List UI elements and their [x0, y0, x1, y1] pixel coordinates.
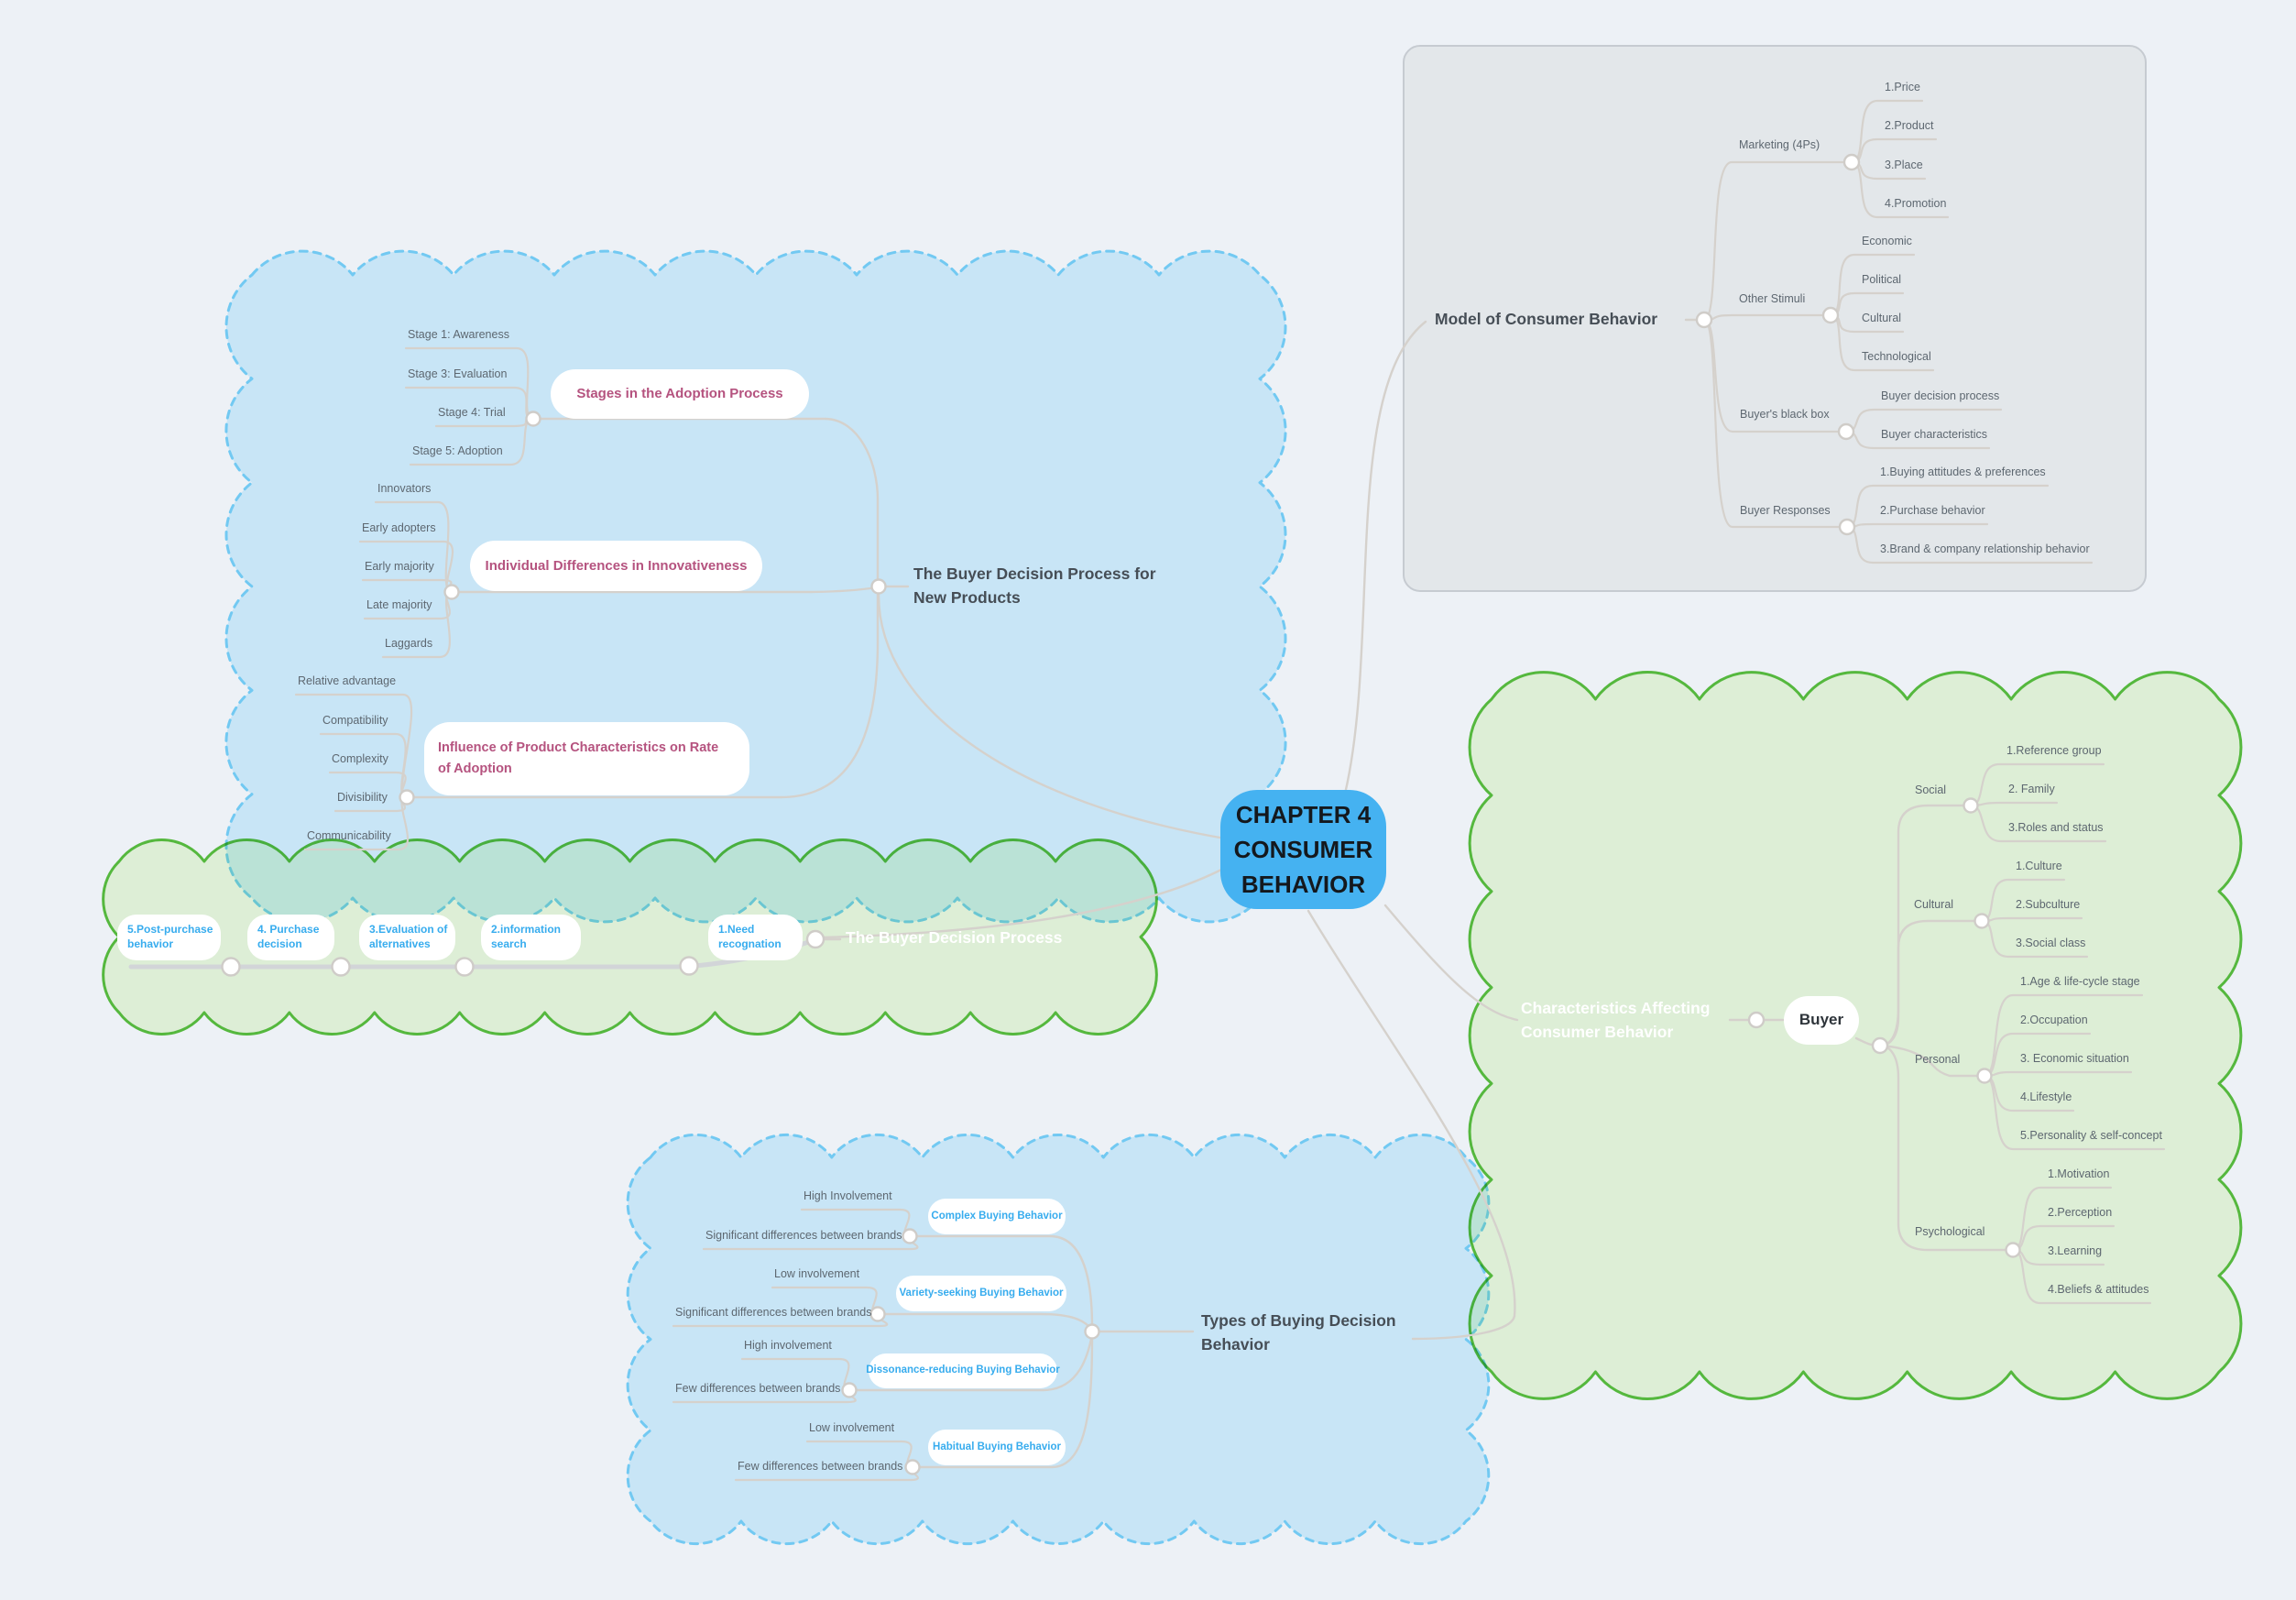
leaf-complexity[interactable]: Complexity	[332, 751, 388, 765]
pill-influence-characteristics[interactable]: Influence of Product Characteristics on …	[424, 722, 749, 795]
leaf-late-majority[interactable]: Late majority	[366, 597, 432, 611]
leaf-early-majority[interactable]: Early majority	[365, 559, 434, 573]
leaf-brand-relationship[interactable]: 3.Brand & company relationship behavior	[1880, 542, 2090, 555]
pill-step-need-recognition[interactable]: 1.Need recognation	[708, 915, 803, 960]
leaf-high-involvement-1[interactable]: High Involvement	[804, 1189, 892, 1202]
leaf-occupation[interactable]: 2.Occupation	[2020, 1013, 2088, 1026]
pill-buyer[interactable]: Buyer	[1784, 996, 1859, 1045]
leaf-few-differences-1[interactable]: Few differences between brands	[675, 1381, 841, 1395]
leaf-age-lifecycle[interactable]: 1.Age & life-cycle stage	[2020, 974, 2140, 988]
leaf-motivation[interactable]: 1.Motivation	[2048, 1167, 2110, 1180]
leaf-price[interactable]: 1.Price	[1885, 80, 1920, 93]
branch-marketing[interactable]: Marketing (4Ps)	[1739, 137, 1820, 151]
topic-new-products[interactable]: The Buyer Decision Process for New Produ…	[913, 564, 1156, 607]
leaf-sig-differences-1[interactable]: Significant differences between brands	[705, 1228, 902, 1242]
leaf-few-differences-2[interactable]: Few differences between brands	[738, 1459, 903, 1473]
leaf-early-adopters[interactable]: Early adopters	[362, 521, 436, 534]
branch-other-stimuli[interactable]: Other Stimuli	[1739, 291, 1806, 305]
leaf-laggards[interactable]: Laggards	[385, 636, 433, 650]
leaf-high-involvement-2[interactable]: High involvement	[744, 1338, 832, 1352]
pill-complex-buying[interactable]: Complex Buying Behavior	[928, 1199, 1066, 1234]
leaf-buyer-decision-process[interactable]: Buyer decision process	[1881, 389, 2000, 402]
leaf-culture[interactable]: 1.Culture	[2016, 859, 2062, 872]
pill-stages-adoption[interactable]: Stages in the Adoption Process	[551, 369, 809, 419]
branch-buyer-responses[interactable]: Buyer Responses	[1740, 503, 1831, 517]
leaf-social-class[interactable]: 3.Social class	[2016, 936, 2086, 949]
leaf-technological[interactable]: Technological	[1862, 349, 1931, 363]
leaf-product[interactable]: 2.Product	[1885, 118, 1934, 132]
pill-step-post-purchase[interactable]: 5.Post-purchase behavior	[117, 915, 221, 960]
leaf-stage5-adoption[interactable]: Stage 5: Adoption	[412, 444, 503, 457]
topic-buying-types[interactable]: Types of Buying Decision Behavior	[1201, 1311, 1396, 1353]
leaf-innovators[interactable]: Innovators	[377, 481, 432, 495]
leaf-roles-status[interactable]: 3.Roles and status	[2008, 820, 2104, 834]
leaf-compatibility[interactable]: Compatibility	[323, 713, 388, 727]
leaf-reference-group[interactable]: 1.Reference group	[2006, 743, 2102, 757]
topic-characteristics[interactable]: Characteristics Affecting Consumer Behav…	[1521, 999, 1711, 1041]
leaf-low-involvement-2[interactable]: Low involvement	[809, 1420, 895, 1434]
leaf-divisibility[interactable]: Divisibility	[337, 790, 388, 804]
leaf-communicability[interactable]: Communicability	[307, 828, 391, 842]
pill-habitual-buying[interactable]: Habitual Buying Behavior	[928, 1430, 1066, 1465]
leaf-sig-differences-2[interactable]: Significant differences between brands	[675, 1305, 872, 1319]
branch-personal[interactable]: Personal	[1915, 1052, 1961, 1066]
central-topic[interactable]: CHAPTER 4 CONSUMER BEHAVIOR	[1220, 790, 1386, 909]
branch-social[interactable]: Social	[1915, 783, 1947, 796]
model-title[interactable]: Model of Consumer Behavior	[1435, 310, 1658, 329]
leaf-subculture[interactable]: 2.Subculture	[2016, 897, 2081, 911]
branch-cultural[interactable]: Cultural	[1914, 897, 1954, 911]
leaf-purchase-behavior[interactable]: 2.Purchase behavior	[1880, 503, 1985, 517]
pill-dissonance-reducing[interactable]: Dissonance-reducing Buying Behavior	[866, 1353, 1060, 1388]
leaf-economic[interactable]: Economic	[1862, 234, 1912, 247]
leaf-economic-situation[interactable]: 3. Economic situation	[2020, 1051, 2129, 1065]
leaf-beliefs-attitudes[interactable]: 4.Beliefs & attitudes	[2048, 1282, 2149, 1296]
leaf-low-involvement-1[interactable]: Low involvement	[774, 1266, 860, 1280]
leaf-stage4-trial[interactable]: Stage 4: Trial	[438, 405, 506, 419]
leaf-family[interactable]: 2. Family	[2008, 782, 2055, 795]
leaf-buying-attitudes[interactable]: 1.Buying attitudes & preferences	[1880, 465, 2046, 478]
leaf-stage3-evaluation[interactable]: Stage 3: Evaluation	[408, 367, 508, 380]
leaf-cultural-stimuli[interactable]: Cultural	[1862, 311, 1902, 324]
leaf-perception[interactable]: 2.Perception	[2048, 1205, 2113, 1219]
leaf-place[interactable]: 3.Place	[1885, 158, 1923, 171]
leaf-promotion[interactable]: 4.Promotion	[1885, 196, 1947, 210]
leaf-political[interactable]: Political	[1862, 272, 1902, 286]
leaf-stage1-awareness[interactable]: Stage 1: Awareness	[408, 327, 509, 341]
leaf-buyer-characteristics[interactable]: Buyer characteristics	[1881, 427, 1988, 441]
leaf-relative-advantage[interactable]: Relative advantage	[298, 674, 397, 687]
leaf-lifestyle[interactable]: 4.Lifestyle	[2020, 1090, 2072, 1103]
pill-step-evaluation[interactable]: 3.Evaluation of alternatives	[359, 915, 455, 960]
branch-black-box[interactable]: Buyer's black box	[1740, 407, 1830, 421]
pill-step-information-search[interactable]: 2.information search	[481, 915, 581, 960]
pill-individual-differences[interactable]: Individual Differences in Innovativeness	[470, 541, 762, 591]
topic-decision-process[interactable]: The Buyer Decision Process	[846, 928, 1063, 948]
leaf-personality[interactable]: 5.Personality & self-concept	[2020, 1128, 2162, 1142]
leaf-learning[interactable]: 3.Learning	[2048, 1244, 2103, 1257]
pill-variety-seeking[interactable]: Variety-seeking Buying Behavior	[896, 1276, 1066, 1311]
pill-step-purchase-decision[interactable]: 4. Purchase decision	[247, 915, 334, 960]
branch-psychological[interactable]: Psychological	[1915, 1224, 1985, 1238]
